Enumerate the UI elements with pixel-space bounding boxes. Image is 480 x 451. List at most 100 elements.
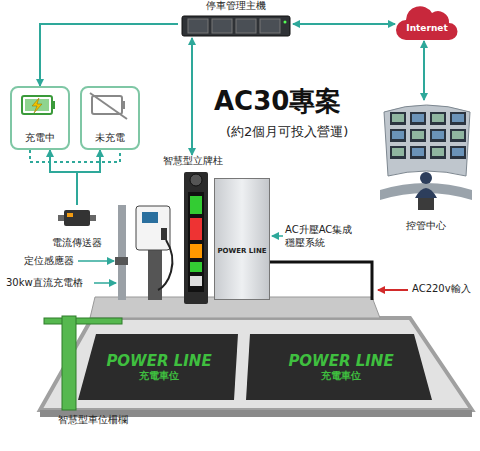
- charger-part: [161, 228, 167, 240]
- battery-icons-part: [22, 96, 52, 114]
- part-label: 智慧型車位柵欄: [58, 414, 128, 427]
- monitor-wall-part: [452, 131, 464, 139]
- internet-cloud-outline-part: [396, 6, 458, 40]
- charger: [115, 205, 172, 300]
- monitor-wall-part: [430, 129, 446, 142]
- monitor-wall-part: [410, 112, 426, 125]
- connector: [423, 41, 425, 100]
- sign-pillar-part: [190, 244, 202, 258]
- monitor-wall-part: [432, 114, 444, 122]
- charger-part: [142, 212, 158, 223]
- server-rack-part: [212, 19, 232, 33]
- monitor-wall-part: [432, 131, 444, 139]
- current-transmitter-part: [64, 210, 90, 226]
- part-label: AC220v輸入: [412, 283, 471, 296]
- power-wire-part: [378, 289, 408, 291]
- power-wire: [268, 262, 408, 300]
- monitor-wall-part: [450, 146, 466, 159]
- server-rack-part: [284, 21, 287, 24]
- node-text: POWER LINE: [288, 352, 393, 370]
- connector: [191, 38, 193, 155]
- current-transmitter: 電流傳送器: [48, 205, 106, 249]
- ground-part: [90, 297, 380, 318]
- monitor-wall-part: [452, 114, 464, 122]
- control-center: [380, 105, 472, 210]
- node-subtext: 充電車位: [321, 370, 361, 382]
- status-box: 充電中: [10, 86, 70, 150]
- monitor-wall-part: [430, 146, 446, 159]
- leader-arrows-part: [272, 235, 283, 237]
- server-rack-part: [236, 19, 256, 33]
- control-center-part: [415, 188, 437, 198]
- sign-pillar-part: [190, 262, 202, 272]
- monitor-wall-part: [450, 112, 466, 125]
- monitor-wall-part: [390, 112, 406, 125]
- connector: [50, 150, 77, 205]
- monitor-wall-part: [410, 129, 426, 142]
- parking-slot: POWER LINE充電車位: [78, 334, 240, 400]
- server-rack: [182, 16, 290, 36]
- node-text: Internet: [406, 23, 447, 34]
- barrier-gate-part: [62, 316, 76, 410]
- sign-pillar-part: [190, 174, 202, 186]
- connector: [77, 150, 100, 205]
- server-host: 停車管理主機: [178, 0, 293, 38]
- control-center-part: [420, 172, 432, 184]
- monitor-wall-part: [412, 148, 424, 156]
- control-center: 控管中心: [378, 100, 474, 232]
- part-label: AC升壓AC集成 穩壓系統: [285, 224, 359, 249]
- monitor-wall-part: [430, 112, 446, 125]
- control-center-part: [380, 183, 472, 200]
- node-text: 停車管理主機: [206, 0, 266, 12]
- monitor-wall-part: [392, 148, 404, 156]
- current-transmitter: [58, 210, 96, 226]
- battery-icons: [22, 93, 127, 119]
- monitor-wall-part: [410, 146, 426, 159]
- current-transmitter-part: [67, 213, 73, 217]
- sign-pillar-part: [188, 192, 204, 292]
- server-rack-part: [260, 19, 280, 33]
- parking-slot: POWER LINE充電車位: [246, 334, 436, 400]
- sign-pillar-part: [190, 276, 202, 286]
- node-text: POWER LINE: [217, 247, 266, 255]
- node-text: 智慧型立牌柱: [163, 155, 223, 167]
- monitor-wall-part: [390, 129, 406, 142]
- battery-icons-part: [90, 93, 127, 119]
- monitor-wall-part: [450, 129, 466, 142]
- leader-arrows-part: [78, 260, 114, 262]
- monitor-wall-part: [412, 114, 424, 122]
- sign-pillar-part: [190, 218, 202, 240]
- charger-part: [118, 205, 126, 300]
- part-label: 定位感應器: [24, 255, 74, 268]
- control-center-part: [384, 105, 470, 176]
- parking-slot-outline-part: [78, 334, 238, 400]
- charger-part: [136, 206, 170, 250]
- ground-part: [40, 318, 472, 410]
- node-text: 充電中: [25, 132, 55, 144]
- part-label: 30kw直流充電樁: [6, 277, 83, 290]
- server-rack-part: [182, 16, 290, 36]
- current-transmitter-part: [90, 215, 96, 221]
- node-text: 電流傳送器: [52, 237, 102, 249]
- sign-pillar: [184, 172, 208, 304]
- battery-icons-part: [122, 101, 125, 109]
- connector: [40, 24, 178, 86]
- status-box: 未充電: [80, 86, 140, 150]
- barrier-gate-part: [44, 318, 122, 324]
- monitor-wall-part: [412, 131, 424, 139]
- ground: [40, 297, 472, 417]
- leader-arrows-part: [94, 282, 116, 284]
- monitor-wall-part: [452, 148, 464, 156]
- monitor-wall: [390, 112, 466, 159]
- subtitle: (約2個月可投入營運): [226, 124, 348, 140]
- charger-part: [148, 248, 162, 300]
- regulator-cabinet: POWER LINE: [214, 178, 270, 300]
- node-text: POWER LINE: [106, 352, 211, 370]
- monitor-wall-part: [432, 148, 444, 156]
- charger-part: [115, 257, 128, 265]
- node-subtext: 充電車位: [139, 370, 179, 382]
- power-wire-part: [268, 262, 372, 300]
- title: AC30專案: [214, 86, 341, 117]
- parking-slot-outline-part: [246, 334, 432, 400]
